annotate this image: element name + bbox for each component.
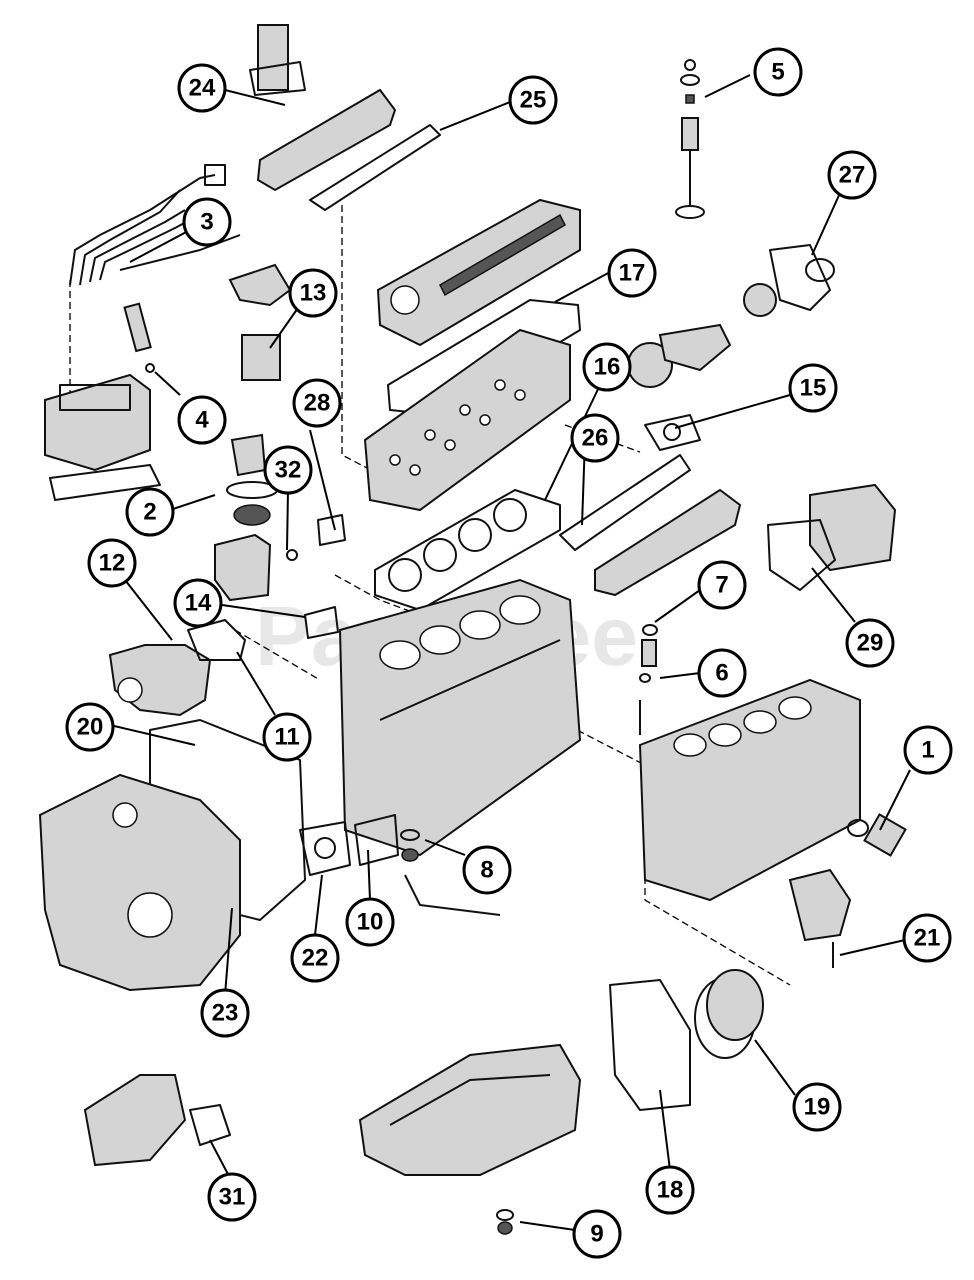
svg-text:16: 16	[594, 354, 621, 381]
fuel-filter	[228, 263, 292, 381]
svg-text:24: 24	[189, 75, 216, 102]
callout-32[interactable]: 32	[263, 445, 313, 495]
starter-gasket	[189, 1104, 231, 1146]
drain-plug-washer	[400, 829, 420, 862]
svg-text:18: 18	[657, 1177, 684, 1204]
svg-text:21: 21	[914, 925, 941, 952]
svg-text:2: 2	[143, 499, 156, 526]
svg-text:8: 8	[480, 857, 493, 884]
svg-text:19: 19	[804, 1094, 831, 1121]
svg-text:5: 5	[771, 59, 784, 86]
callout-2[interactable]: 2	[125, 487, 175, 537]
intake-manifold	[249, 24, 397, 192]
oil-seal-ring	[805, 258, 835, 282]
callout-4[interactable]: 4	[177, 395, 227, 445]
callout-13[interactable]: 13	[288, 268, 338, 318]
exhaust-manifold-gasket	[559, 454, 691, 551]
starter-motor	[83, 1074, 187, 1167]
cylinder-head	[363, 328, 571, 512]
engine-block-secondary	[638, 678, 861, 902]
callout-12[interactable]: 12	[87, 538, 137, 588]
callout-8[interactable]: 8	[462, 845, 512, 895]
callout-31[interactable]: 31	[207, 1172, 257, 1222]
main-bearing-cap	[788, 868, 852, 942]
callout-24[interactable]: 24	[177, 63, 227, 113]
svg-text:28: 28	[304, 390, 331, 417]
callout-21[interactable]: 21	[902, 913, 952, 963]
callout-25[interactable]: 25	[508, 75, 558, 125]
svg-text:14: 14	[185, 590, 212, 617]
callout-5[interactable]: 5	[753, 47, 803, 97]
svg-text:4: 4	[195, 407, 209, 434]
rear-seal-retainer-gasket	[609, 979, 691, 1111]
svg-text:23: 23	[212, 1000, 239, 1027]
callout-11[interactable]: 11	[262, 712, 312, 762]
engine-block-main	[338, 578, 582, 857]
oil-pan	[358, 1043, 582, 1176]
callout-26[interactable]: 26	[570, 413, 620, 463]
callout-10[interactable]: 10	[345, 897, 395, 947]
valve-cover-gasket	[387, 299, 581, 416]
svg-text:15: 15	[800, 375, 827, 402]
callout-15[interactable]: 15	[788, 363, 838, 413]
svg-text:27: 27	[839, 162, 866, 189]
callouts: 1 2 3 4 5 6 7 8 9 10 11 12 13 14 15 16 1…	[65, 47, 953, 1259]
callout-3[interactable]: 3	[182, 197, 232, 247]
callout-29[interactable]: 29	[845, 618, 895, 668]
callout-23[interactable]: 23	[200, 988, 250, 1038]
svg-text:17: 17	[619, 260, 646, 287]
svg-text:3: 3	[200, 209, 213, 236]
svg-text:20: 20	[77, 714, 104, 741]
exhaust-manifold	[594, 488, 742, 597]
cover-plate	[299, 821, 351, 876]
callout-28[interactable]: 28	[292, 378, 342, 428]
timing-front-cover	[38, 773, 241, 992]
svg-text:13: 13	[300, 280, 327, 307]
small-hardware	[286, 514, 658, 735]
oil-pan-drain-plug	[496, 1209, 514, 1235]
water-pump-gasket	[187, 619, 246, 661]
callout-20[interactable]: 20	[65, 702, 115, 752]
fuel-injection-pump	[44, 373, 161, 501]
water-outlet-gasket	[644, 414, 701, 451]
svg-text:12: 12	[99, 550, 126, 577]
fuel-injection-lines	[69, 164, 226, 286]
svg-text:7: 7	[715, 572, 728, 599]
intake-manifold-gasket	[309, 124, 441, 211]
side-cover-gasket	[354, 814, 399, 866]
callout-22[interactable]: 22	[290, 933, 340, 983]
callout-27[interactable]: 27	[827, 150, 877, 200]
svg-text:32: 32	[275, 457, 302, 484]
callout-18[interactable]: 18	[645, 1165, 695, 1215]
callout-7[interactable]: 7	[697, 560, 747, 610]
svg-text:22: 22	[302, 945, 329, 972]
water-pump	[108, 644, 212, 717]
svg-text:1: 1	[921, 737, 934, 764]
callout-17[interactable]: 17	[607, 248, 657, 298]
valve-assembly	[675, 59, 705, 219]
callout-1[interactable]: 1	[903, 725, 953, 775]
injector-nozzle	[123, 302, 155, 373]
callout-16[interactable]: 16	[582, 342, 632, 392]
dipstick-guide	[404, 874, 501, 916]
svg-text:25: 25	[520, 87, 547, 114]
svg-text:6: 6	[715, 660, 728, 687]
rear-oil-seal	[694, 969, 764, 1059]
callout-6[interactable]: 6	[697, 648, 747, 698]
oil-pressure-switch	[847, 813, 907, 857]
svg-text:11: 11	[274, 724, 299, 751]
svg-text:10: 10	[357, 909, 384, 936]
callout-19[interactable]: 19	[792, 1082, 842, 1132]
svg-text:9: 9	[590, 1221, 603, 1248]
svg-text:26: 26	[582, 425, 609, 452]
timing-gear-assembly	[627, 244, 831, 388]
svg-text:29: 29	[857, 630, 884, 657]
svg-text:31: 31	[219, 1184, 246, 1211]
callout-9[interactable]: 9	[572, 1209, 622, 1259]
callout-14[interactable]: 14	[173, 578, 223, 628]
head-gasket	[374, 489, 561, 611]
valve-cover	[376, 198, 581, 347]
